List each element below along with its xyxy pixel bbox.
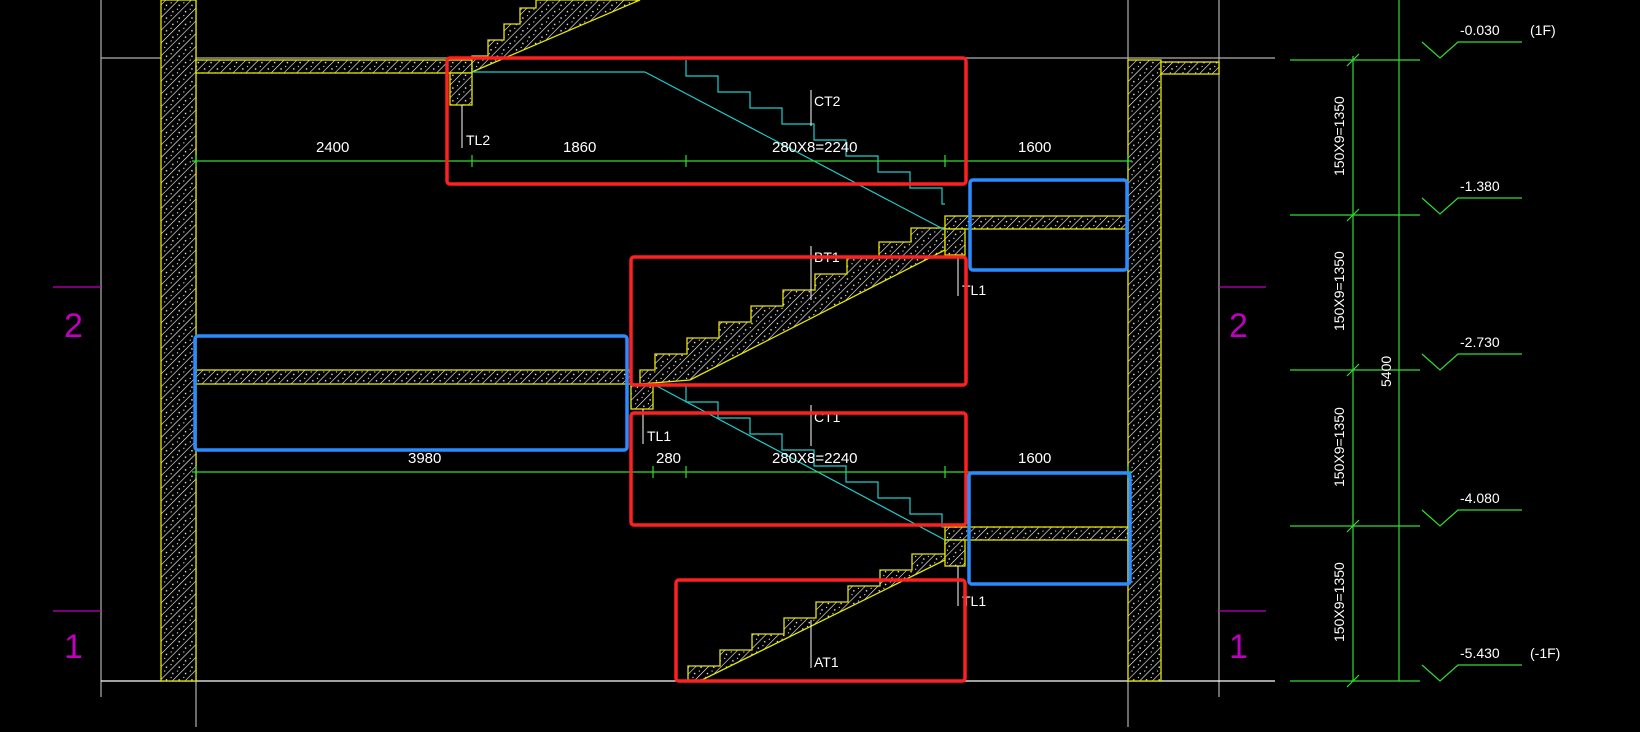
ct2-steps (685, 60, 945, 205)
ct2-slope-2 (644, 71, 946, 231)
stair-beams (449, 72, 966, 567)
label-at1: AT1 (814, 654, 839, 670)
dim-upper-2400: 2400 (316, 139, 349, 156)
vdim-total: 5400 (1378, 356, 1394, 387)
dim-upper-1600: 1600 (1018, 139, 1051, 156)
highlight-boxes (193, 56, 1132, 683)
label-tl1-mid: TL1 (647, 428, 671, 444)
upper-floor-slab (195, 59, 473, 74)
elevation-value-0: -0.030 (1460, 22, 1500, 38)
red-box-at1 (674, 578, 967, 683)
flight-top-partial (471, 0, 641, 73)
walls (160, 0, 1220, 682)
elevation-value-3: -4.080 (1460, 490, 1500, 506)
elevation-markers (1421, 41, 1522, 682)
elevation-marker-3 (1421, 509, 1522, 527)
blue-box-middle-landing (193, 334, 629, 452)
beam-tl1-upper (944, 228, 966, 256)
projected-flights (472, 60, 946, 541)
ct1-steps (685, 384, 945, 528)
dim-upper-steps: 280X8=2240 (772, 139, 858, 156)
axis-markers (53, 286, 1266, 612)
right-wall (1127, 59, 1162, 682)
elevation-floor-4: (-1F) (1530, 645, 1560, 661)
vdim-seg-1: 150X9=1350 (1331, 96, 1347, 176)
dim-lower-1600: 1600 (1018, 450, 1051, 467)
blue-box-upper-landing (968, 178, 1129, 272)
red-box-ct1 (629, 411, 968, 527)
elevation-marker-2 (1421, 353, 1522, 371)
top-right-slab (1160, 61, 1220, 75)
beam-tl2 (449, 72, 473, 106)
left-wall (160, 0, 197, 682)
blue-box-lower-landing (967, 471, 1132, 586)
ct1-slope (652, 383, 946, 541)
dim-lower-3980: 3980 (408, 450, 441, 467)
dim-upper-1860: 1860 (563, 139, 596, 156)
middle-landing-left (195, 369, 632, 385)
axis-label-1-left: 1 (64, 628, 83, 666)
vdim-seg-4: 150X9=1350 (1331, 562, 1347, 642)
dim-lower-steps: 280X8=2240 (772, 450, 858, 467)
elevation-floor-0: (1F) (1530, 22, 1556, 38)
label-tl2: TL2 (466, 132, 490, 148)
elevation-marker-1 (1421, 197, 1522, 215)
vdim-seg-2: 150X9=1350 (1331, 251, 1347, 331)
elevation-value-1: -1.380 (1460, 178, 1500, 194)
label-tl1-lower: TL1 (962, 593, 986, 609)
label-ct2: CT2 (814, 93, 841, 109)
elevation-value-4: -5.430 (1460, 645, 1500, 661)
dim-lower-280: 280 (656, 450, 681, 467)
label-tl1-upper: TL1 (962, 282, 986, 298)
beam-tl1-mid (630, 383, 654, 410)
lower-landing-right (944, 526, 1129, 541)
upper-landing-right (944, 215, 1129, 230)
flight-bt1 (639, 227, 946, 385)
axis-label-2-left: 2 (64, 307, 83, 345)
elevation-value-2: -2.730 (1460, 334, 1500, 350)
axis-label-2-right: 2 (1229, 307, 1248, 345)
red-box-ct2 (445, 56, 968, 186)
red-box-bt1 (629, 255, 968, 387)
vdim-seg-3: 150X9=1350 (1331, 407, 1347, 487)
axis-label-1-right: 1 (1229, 628, 1248, 666)
beam-tl1-lower (944, 539, 966, 567)
elevation-marker-0 (1421, 41, 1522, 59)
elevation-marker-4 (1421, 664, 1522, 682)
slabs (195, 59, 1129, 541)
